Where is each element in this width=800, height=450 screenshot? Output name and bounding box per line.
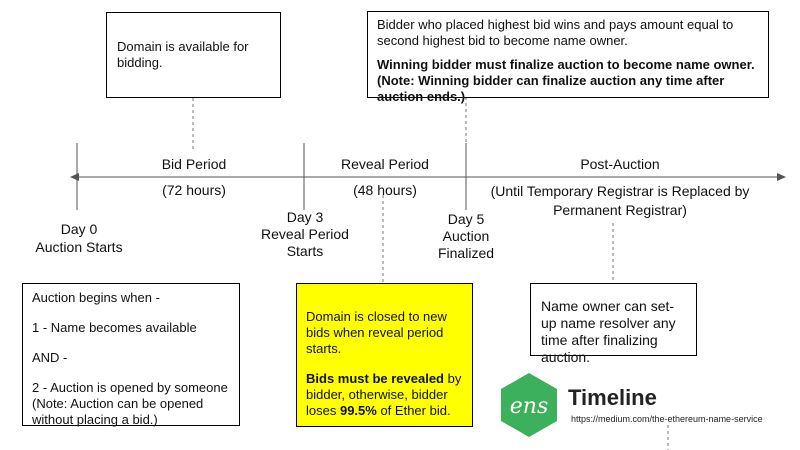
period-post-auction-duration: (Until Temporary Registrar is Replaced b… <box>490 183 750 218</box>
axis-arrow-right <box>777 173 786 181</box>
milestone-day5: Day 5 Auction Finalized <box>437 211 495 261</box>
ens-logo-icon: ens <box>501 373 557 437</box>
reveal-warning: Bids must be revealed by bidder, otherwi… <box>306 371 462 418</box>
note-domain-available: Domain is available for bidding. <box>106 12 281 98</box>
note-winner: Bidder who placed highest bid wins and p… <box>367 11 769 104</box>
milestone-day3: Day 3 Reveal Period Starts <box>261 209 349 259</box>
ens-logo: ens <box>499 372 559 438</box>
period-reveal: Reveal Period <box>341 156 429 172</box>
svg-text:ens: ens <box>510 394 548 419</box>
period-post-auction: Post-Auction <box>580 156 660 172</box>
note-resolver: Name owner can set-up name resolver any … <box>530 283 697 365</box>
brand-title: Timeline <box>568 385 657 410</box>
note-auction-begins: Auction begins when - 1 - Name becomes a… <box>22 283 240 427</box>
winner-text: Bidder who placed highest bid wins and p… <box>377 17 734 48</box>
source-link[interactable]: https://medium.com/the-ethereum-name-ser… <box>571 414 763 424</box>
period-reveal-duration: (48 hours) <box>353 182 417 198</box>
axis-arrow-left <box>70 173 79 181</box>
period-bid-duration: (72 hours) <box>162 182 226 198</box>
milestone-day0: Day 0 Auction Starts <box>35 221 123 255</box>
winner-bold-text: Winning bidder must finalize auction to … <box>377 57 755 104</box>
note-reveal: Domain is closed to new bids when reveal… <box>296 283 473 427</box>
period-bid: Bid Period <box>161 156 227 172</box>
